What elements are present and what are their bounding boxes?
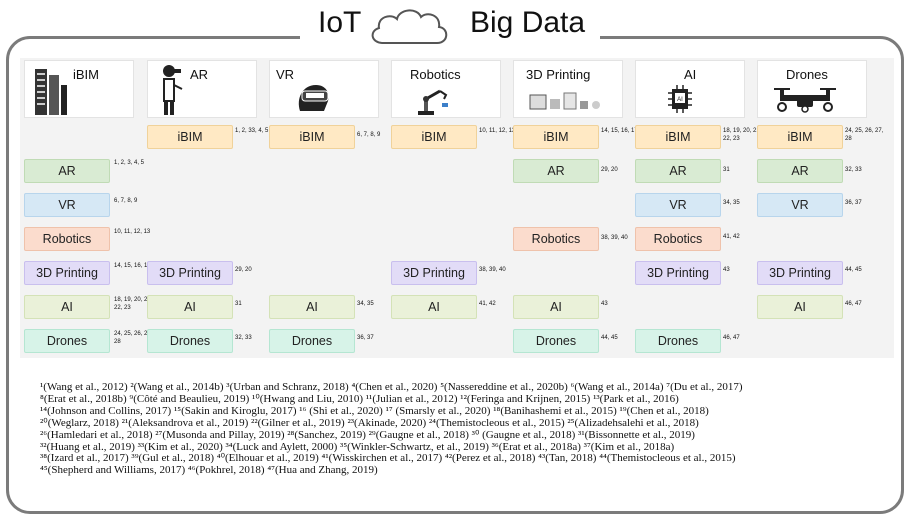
cell-robotics-3d-printing: 3D Printing [391,261,477,285]
cell-ibim-drones: Drones [24,329,110,353]
ref-ai-vr: 34, 35 [723,200,740,206]
cell-ar-ibim: iBIM [147,125,233,149]
column-header-ai: AI AI [635,60,745,118]
ref-3d-printing-drones: 44, 45 [601,335,618,341]
ref-drones-ibim: 24, 25, 26, 27, 28 [845,128,884,142]
column-header-label: AR [190,67,209,82]
ref-3d-printing-robotics: 38, 39, 40 [601,235,628,241]
ref-ar-ibim: 1, 2, 33, 4, 5 [235,128,269,134]
cell-ar-3d-printing: 3D Printing [147,261,233,285]
cell-3d-printing-ar: AR [513,159,599,183]
cell-drones-ar: AR [757,159,843,183]
cell-drones-vr: VR [757,193,843,217]
column-header-label: 3D Printing [526,67,591,82]
ref-drones-ar: 32, 33 [845,167,862,173]
vr-headset-icon [298,85,329,111]
citations-block: ¹(Wang et al., 2012) ²(Wang et al., 2014… [40,381,900,477]
citation-line: ²⁰(Weglarz, 2018) ²¹(Aleksandrova et al.… [40,416,699,429]
ref-3d-printing-ai: 43 [601,301,608,307]
cell-ibim-vr: VR [24,193,110,217]
column-header-vr: VR [269,60,379,118]
ai-chip-icon: AI [668,85,692,113]
title-iot: IoT [318,6,362,39]
cell-vr-ibim: iBIM [269,125,355,149]
ref-vr-drones: 36, 37 [357,335,374,341]
ref-vr-ibim: 6, 7, 8, 9 [357,132,381,138]
column-header-label: VR [276,67,295,82]
citation-line: ¹(Wang et al., 2012) ²(Wang et al., 2014… [40,381,743,393]
cell-vr-drones: Drones [269,329,355,353]
robot-arm-icon [418,89,448,115]
ref-ai-robotics: 41, 42 [723,234,740,240]
column-header-ibim: iBIM [24,60,134,118]
column-header-3d-printing: 3D Printing [513,60,623,118]
building-icon [35,69,67,115]
drone-icon [774,88,836,113]
column-header-label: AI [684,67,697,82]
ref-ar-ai: 31 [235,301,242,307]
ref-3d-printing-ar: 29, 20 [601,167,618,173]
cell-ai-ibim: iBIM [635,125,721,149]
citation-line: ¹⁴(Johnson and Collins, 2017) ¹⁵(Sakin a… [40,404,709,417]
cell-ibim-ar: AR [24,159,110,183]
cell-ibim-3d-printing: 3D Printing [24,261,110,285]
ref-ai-drones: 46, 47 [723,335,740,341]
cell-ai-ar: AR [635,159,721,183]
cell-ibim-robotics: Robotics [24,227,110,251]
ref-vr-ai: 34, 35 [357,301,374,307]
column-header-label: iBIM [73,67,99,82]
ref-robotics-3d-printing: 38, 39, 40 [479,267,506,273]
citation-line: ²⁶(Hamledari et al., 2018) ²⁷(Musonda an… [40,428,695,441]
citation-line: ⁸(Erat et al., 2018b) ⁹(Côté and Beaulie… [40,392,679,405]
3d-printer-icon [529,92,600,110]
ref-ibim-ai: 18, 19, 20, 21, 22, 23 [114,297,153,311]
cell-3d-printing-drones: Drones [513,329,599,353]
cell-3d-printing-robotics: Robotics [513,227,599,251]
cell-ibim-ai: AI [24,295,110,319]
ref-drones-vr: 36, 37 [845,200,862,206]
ref-robotics-ai: 41, 42 [479,301,496,307]
ref-drones-ai: 46, 47 [845,301,862,307]
column-header-label: Drones [786,67,828,82]
ref-ai-ibim: 18, 19, 20, 21, 22, 23 [723,128,762,142]
ref-robotics-ibim: 10, 11, 12, 13 [479,128,516,134]
cloud-icon [371,9,448,44]
ar-person-icon [163,65,183,115]
ref-ibim-ar: 1, 2, 3, 4, 5 [114,160,145,166]
cell-3d-printing-ibim: iBIM [513,125,599,149]
citation-line: ³⁸(Izard et al., 2017) ³⁹(Gul et al., 20… [40,452,736,465]
cell-ai-robotics: Robotics [635,227,721,251]
title-big-data: Big Data [470,6,586,39]
ref-ar-drones: 32, 33 [235,335,252,341]
column-header-robotics: Robotics [391,60,501,118]
ref-drones-3d-printing: 44, 45 [845,267,862,273]
citation-line: ³²(Huang et al., 2019) ³³(Kim et al., 20… [40,440,675,453]
ref-ar-3d-printing: 29, 20 [235,267,252,273]
svg-text:AI: AI [677,97,683,103]
cell-ai-drones: Drones [635,329,721,353]
cell-vr-ai: AI [269,295,355,319]
ref-ai-ar: 31 [723,167,730,173]
cell-robotics-ai: AI [391,295,477,319]
ref-3d-printing-ibim: 14, 15, 16, 17 [601,128,638,134]
cell-ar-ai: AI [147,295,233,319]
cell-ai-3d-printing: 3D Printing [635,261,721,285]
column-header-drones: Drones [757,60,867,118]
cell-drones-ai: AI [757,295,843,319]
cell-drones-3d-printing: 3D Printing [757,261,843,285]
cell-ai-vr: VR [635,193,721,217]
citation-line: ⁴⁵(Shepherd and Williams, 2017) ⁴⁶(Pokhr… [40,464,378,477]
ref-ibim-drones: 24, 25, 26, 27, 28 [114,331,153,345]
ref-ibim-robotics: 10, 11, 12, 13 [114,229,151,235]
cell-drones-ibim: iBIM [757,125,843,149]
ref-ai-3d-printing: 43 [723,267,730,273]
column-header-label: Robotics [410,67,461,82]
ref-ibim-3d-printing: 14, 15, 16, 17 [114,263,151,269]
ref-ibim-vr: 6, 7, 8, 9 [114,198,138,204]
cell-ar-drones: Drones [147,329,233,353]
cell-3d-printing-ai: AI [513,295,599,319]
column-header-ar: AR [147,60,257,118]
cell-robotics-ibim: iBIM [391,125,477,149]
